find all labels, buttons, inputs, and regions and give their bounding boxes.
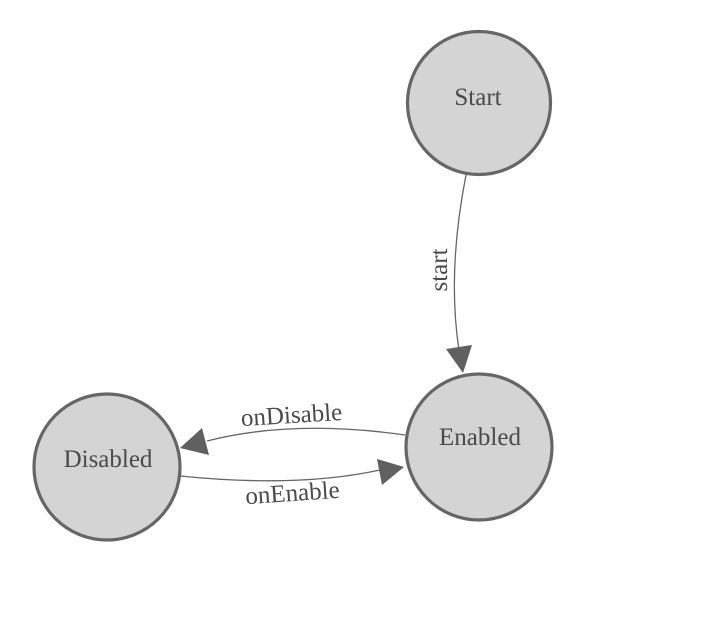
state-label-start: Start [454,84,501,111]
state-node-disabled[interactable]: Disabled [32,392,182,542]
state-circle-disabled[interactable] [32,392,182,542]
arrowhead-left-icon [180,428,209,455]
state-node-enabled[interactable]: Enabled [404,372,554,522]
edge-label-onenable: onEnable [244,477,340,511]
edge-start-to-enabled: start [426,174,472,373]
edge-enabled-to-disabled: onDisable [180,399,406,455]
state-circle-start[interactable] [405,29,553,177]
edge-label-start: start [426,248,453,291]
state-label-enabled: Enabled [439,424,521,451]
arrowhead-right-icon [377,459,404,485]
edge-line [206,427,406,442]
edge-disabled-to-enabled: onEnable [179,459,404,511]
edge-line [179,469,381,482]
state-circle-enabled[interactable] [404,372,554,522]
edge-label-ondisable: onDisable [240,399,343,432]
edge-line [453,174,467,351]
state-label-disabled: Disabled [64,446,153,473]
state-node-start[interactable]: Start [405,29,553,177]
arrowhead-down-icon [446,345,472,373]
